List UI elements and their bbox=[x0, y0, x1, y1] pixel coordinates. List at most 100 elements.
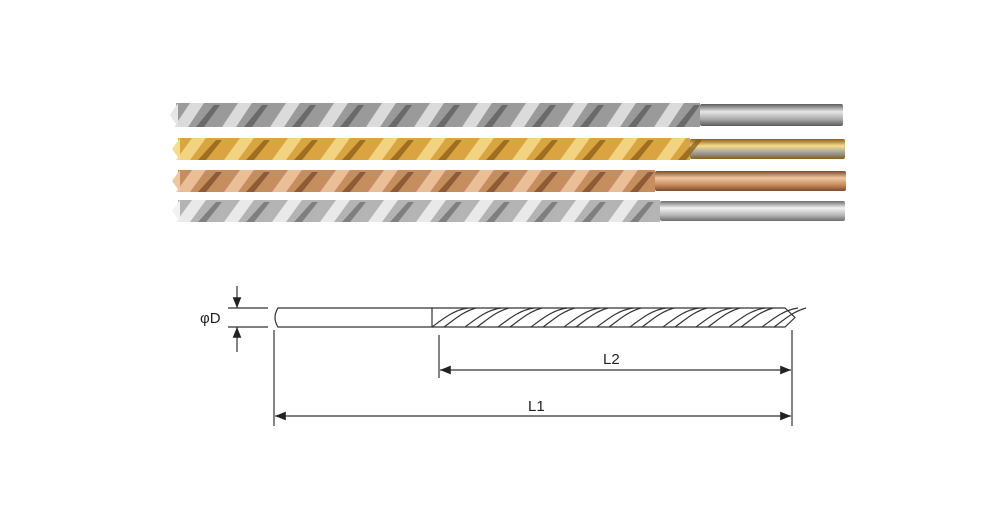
drill-flute-groove bbox=[580, 105, 604, 127]
drill-bright-finish bbox=[170, 103, 843, 127]
drill-flute-highlight bbox=[512, 138, 542, 160]
drill-tip bbox=[172, 170, 180, 192]
drill-flute-groove bbox=[198, 202, 222, 222]
drill-flute-groove bbox=[486, 172, 510, 192]
drill-flute-highlight bbox=[416, 200, 446, 222]
drill-flute-groove bbox=[294, 172, 318, 192]
drill-shank bbox=[700, 104, 843, 126]
drill-flute-groove bbox=[438, 140, 462, 160]
drill-flute-highlight bbox=[464, 200, 494, 222]
drawing-flute-line bbox=[761, 307, 799, 328]
drill-flute-highlight bbox=[558, 103, 588, 127]
drawing-flute-line bbox=[662, 307, 700, 328]
drill-flute-groove bbox=[244, 105, 268, 127]
drill-flute-highlight bbox=[368, 200, 398, 222]
overall-length-label: L1 bbox=[528, 398, 545, 415]
drill-flute-highlight bbox=[512, 170, 542, 192]
drawing-flute-line bbox=[443, 307, 477, 328]
drawing-flute-line bbox=[695, 307, 733, 328]
drill-flute-highlight bbox=[272, 138, 302, 160]
drill-flute-highlight bbox=[176, 170, 206, 192]
drawing-flute-line bbox=[497, 307, 535, 328]
drill-flute-highlight bbox=[608, 200, 638, 222]
drill-flute-groove bbox=[438, 202, 462, 222]
drawing-flute-line bbox=[707, 307, 741, 328]
drawing-flute-line bbox=[641, 307, 675, 328]
drill-flute-highlight bbox=[416, 170, 446, 192]
drill-tip bbox=[172, 138, 180, 160]
drill-flute-highlight bbox=[176, 138, 206, 160]
drill-shank bbox=[690, 139, 845, 159]
drill-flute-groove bbox=[534, 172, 558, 192]
drill-flute-highlight bbox=[656, 138, 686, 160]
drill-flute-highlight bbox=[512, 200, 542, 222]
drill-flute-groove bbox=[534, 202, 558, 222]
drill-flute-groove bbox=[630, 202, 654, 222]
drill-flute-highlight bbox=[560, 170, 590, 192]
drill-flute-groove bbox=[294, 140, 318, 160]
drill-flute-highlight bbox=[174, 103, 204, 127]
drill-flute-highlight bbox=[416, 138, 446, 160]
drill-flute-groove bbox=[198, 140, 222, 160]
drill-flute-highlight bbox=[560, 138, 590, 160]
drill-flute-groove bbox=[532, 105, 556, 127]
drill-flute-groove bbox=[342, 172, 366, 192]
flute-length-label: L2 bbox=[603, 351, 620, 368]
drill-flute-highlight bbox=[224, 170, 254, 192]
drawing-flute-line bbox=[530, 307, 568, 328]
drill-flute-groove bbox=[294, 202, 318, 222]
drill-flute-highlight bbox=[608, 170, 638, 192]
diameter-label: φD bbox=[200, 310, 221, 327]
drill-flute-groove bbox=[388, 105, 412, 127]
drill-flute-highlight bbox=[320, 170, 350, 192]
drawing-flute-line bbox=[542, 307, 576, 328]
drill-flute-groove bbox=[630, 172, 654, 192]
drill-flute-groove bbox=[534, 140, 558, 160]
drill-flute-groove bbox=[628, 105, 652, 127]
technical-drawing bbox=[228, 286, 807, 426]
drill-flute-groove bbox=[436, 105, 460, 127]
drawing-flutes bbox=[431, 307, 807, 328]
drill-flute-highlight bbox=[368, 138, 398, 160]
drill-flute-groove bbox=[390, 202, 414, 222]
drill-flute-groove bbox=[438, 172, 462, 192]
drawing-flute-line bbox=[674, 307, 708, 328]
drill-flute-groove bbox=[630, 140, 654, 160]
drawing-flute-line bbox=[575, 307, 609, 328]
drill-flute-groove bbox=[676, 105, 700, 127]
drawing-flute-line bbox=[509, 307, 543, 328]
drill-flute-groove bbox=[246, 172, 270, 192]
drill-flute-groove bbox=[342, 202, 366, 222]
drill-flute-highlight bbox=[560, 200, 590, 222]
drawing-flute-line bbox=[608, 307, 642, 328]
drill-flute-groove bbox=[246, 140, 270, 160]
drill-flute-highlight bbox=[366, 103, 396, 127]
drawing-flute-line bbox=[728, 307, 766, 328]
drill-flute-highlight bbox=[224, 200, 254, 222]
drill-flute-groove bbox=[292, 105, 316, 127]
drill-shank bbox=[655, 171, 846, 191]
drill-tip bbox=[172, 200, 180, 222]
drill-flute-highlight bbox=[320, 200, 350, 222]
drill-flute-highlight bbox=[272, 170, 302, 192]
drill-flute-groove bbox=[246, 202, 270, 222]
drill-flute-groove bbox=[484, 105, 508, 127]
drill-flute-highlight bbox=[608, 138, 638, 160]
drill-titanium-coated bbox=[172, 138, 845, 160]
drill-flute-highlight bbox=[272, 200, 302, 222]
drill-flute-highlight bbox=[414, 103, 444, 127]
drill-flute-groove bbox=[582, 172, 606, 192]
drill-flute-highlight bbox=[464, 170, 494, 192]
drill-flute-highlight bbox=[606, 103, 636, 127]
drill-flute-highlight bbox=[318, 103, 348, 127]
drill-photos bbox=[170, 103, 846, 222]
drill-flute-groove bbox=[390, 140, 414, 160]
drawing-flute-outline bbox=[432, 307, 796, 328]
drawing-flute-line bbox=[629, 307, 667, 328]
drawing-flute-line bbox=[563, 307, 601, 328]
drawing-shank bbox=[274, 307, 433, 328]
drill-flute-highlight bbox=[320, 138, 350, 160]
drawing-flute-line bbox=[596, 307, 634, 328]
drill-flute-groove bbox=[198, 172, 222, 192]
drill-flute-highlight bbox=[270, 103, 300, 127]
